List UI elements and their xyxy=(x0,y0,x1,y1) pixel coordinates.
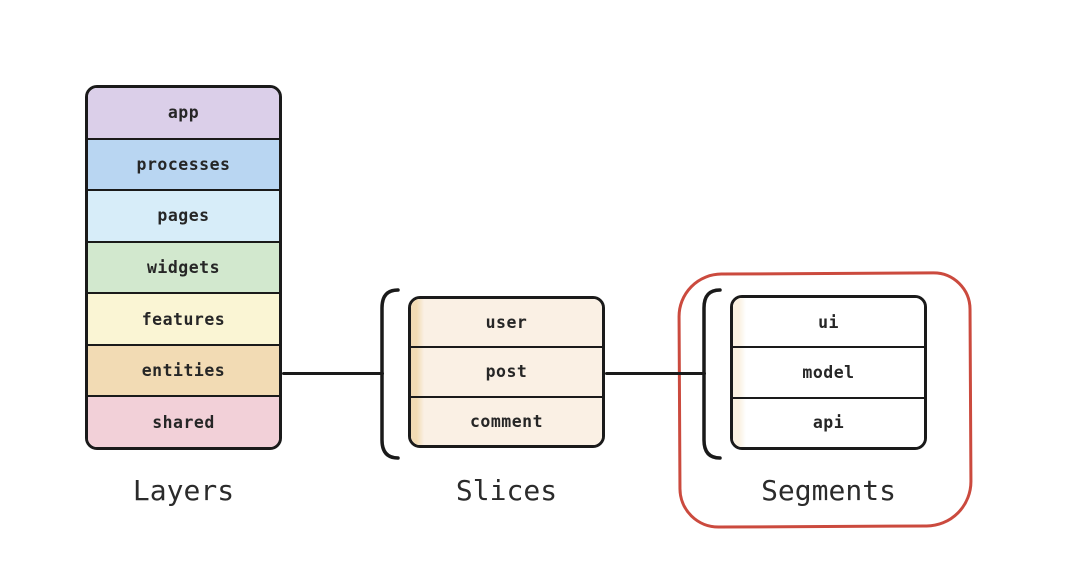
layers-column-label: Layers xyxy=(132,474,235,507)
slice-label-user: user xyxy=(485,313,528,333)
layer-row-app: app xyxy=(88,88,279,138)
segments-stack: ui model api xyxy=(730,295,927,450)
layer-row-features: features xyxy=(88,292,279,344)
segments-bracket-stroke xyxy=(702,288,722,460)
layer-row-entities: entities xyxy=(88,343,279,396)
segment-label-api: api xyxy=(812,413,845,433)
layer-label-app: app xyxy=(167,103,200,123)
slices-bracket-stroke xyxy=(380,288,400,460)
slice-row-post: post xyxy=(411,346,602,396)
layer-row-shared: shared xyxy=(88,395,279,447)
segment-accent-strip xyxy=(733,298,746,347)
layer-label-widgets: widgets xyxy=(146,258,221,278)
slice-accent-strip xyxy=(411,299,424,347)
segment-row-ui: ui xyxy=(733,298,924,347)
layer-label-features: features xyxy=(141,309,226,329)
layer-row-pages: pages xyxy=(88,189,279,241)
layer-label-entities: entities xyxy=(141,361,226,381)
slice-accent-strip xyxy=(411,397,424,445)
slice-row-user: user xyxy=(411,299,602,347)
slices-bracket xyxy=(380,288,400,460)
slice-accent-strip xyxy=(411,348,424,396)
segments-bracket xyxy=(702,288,722,460)
connector-entities-to-slices xyxy=(282,372,384,375)
slice-row-comment: comment xyxy=(411,395,602,445)
layer-label-pages: pages xyxy=(157,206,210,226)
segments-column-label: Segments xyxy=(761,474,896,507)
layer-row-processes: processes xyxy=(88,137,279,190)
layer-label-shared: shared xyxy=(152,412,215,432)
connector-slices-to-segments xyxy=(605,372,706,375)
slices-stack: user post comment xyxy=(408,296,605,448)
segment-accent-strip xyxy=(733,348,746,397)
segment-row-api: api xyxy=(733,396,924,447)
slices-column-label: Slices xyxy=(455,474,558,507)
layer-row-widgets: widgets xyxy=(88,240,279,293)
layers-stack: app processes pages widgets features ent… xyxy=(85,85,282,450)
slice-label-post: post xyxy=(485,362,528,382)
segment-label-model: model xyxy=(802,362,855,382)
segment-row-model: model xyxy=(733,346,924,397)
segment-accent-strip xyxy=(733,398,746,447)
segment-label-ui: ui xyxy=(818,312,839,332)
layer-label-processes: processes xyxy=(136,154,231,174)
slice-label-comment: comment xyxy=(469,411,544,431)
